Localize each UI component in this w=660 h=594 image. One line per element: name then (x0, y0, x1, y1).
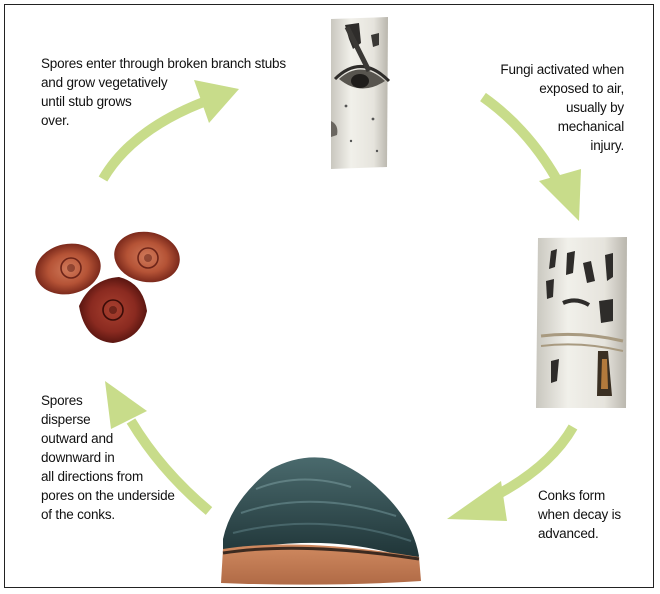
caption-fungi-activated: Fungi activated when exposed to air, usu… (500, 60, 624, 155)
aspen-trunk-with-cankers-icon (536, 237, 627, 408)
caption-spores-disperse: Spores disperse outward and downward in … (41, 391, 175, 524)
spores-icon (31, 227, 184, 343)
caption-spores-enter: Spores enter through broken branch stubs… (41, 54, 286, 130)
fungal-conk-icon (221, 457, 421, 584)
diagram-frame: Spores enter through broken branch stubs… (4, 4, 654, 588)
caption-conks-form: Conks form when decay is advanced. (538, 486, 621, 543)
aspen-trunk-with-eye-scar-icon (331, 17, 389, 169)
